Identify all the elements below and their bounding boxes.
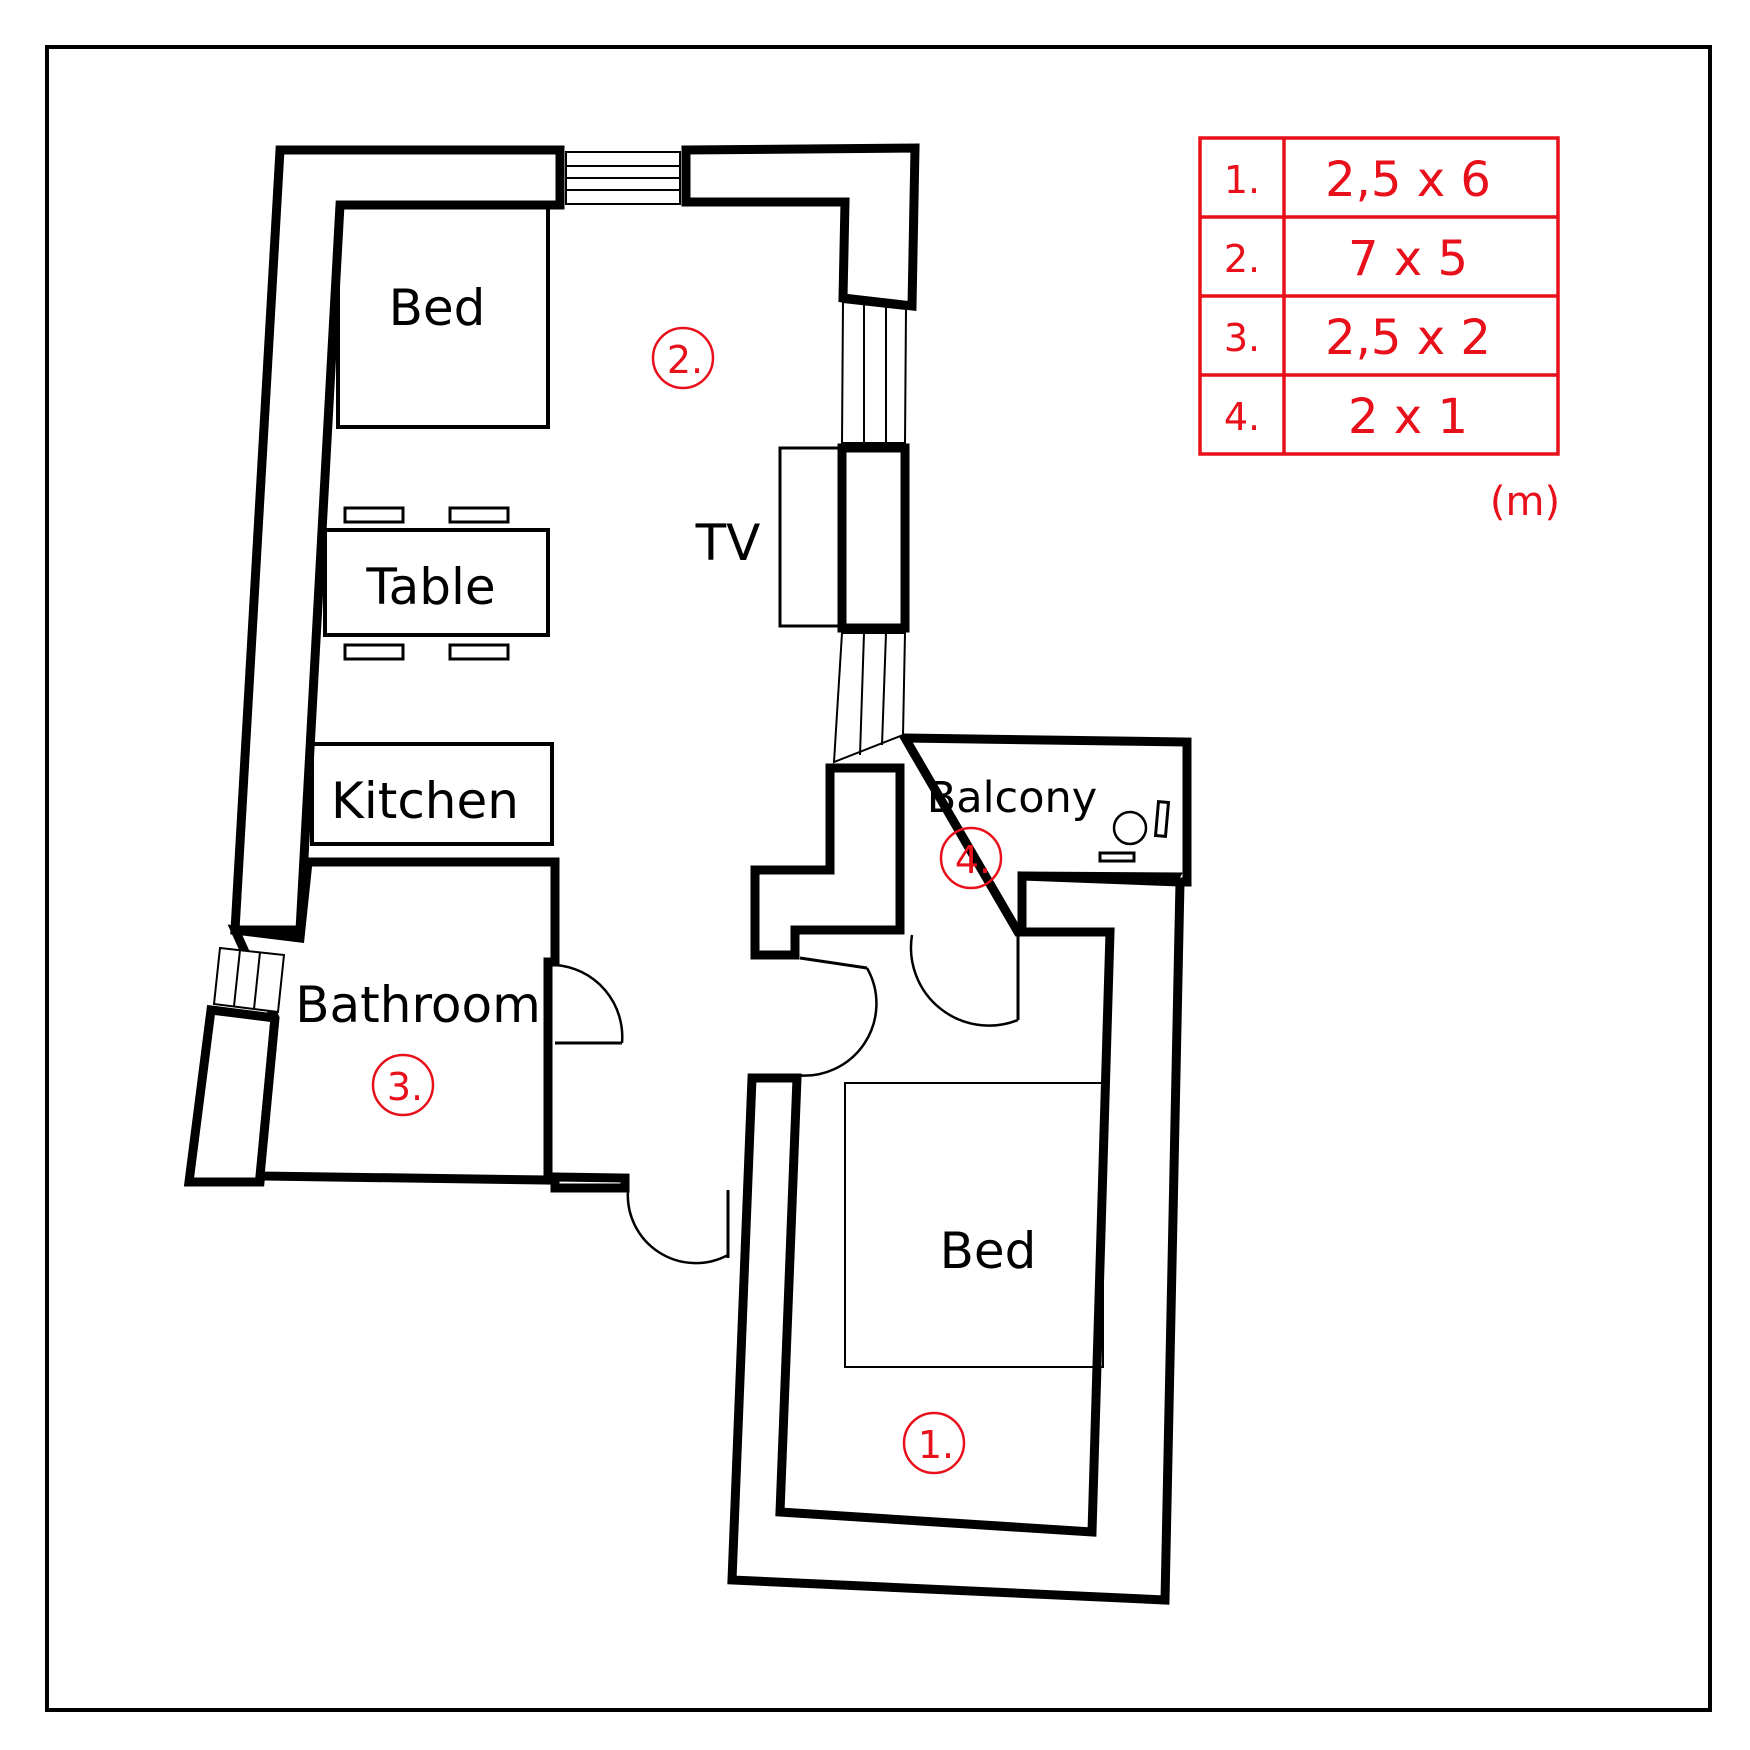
- chair-icon: [448, 643, 510, 661]
- label-bed-bottom: Bed: [940, 1222, 1037, 1280]
- frame-border: [45, 45, 1712, 1712]
- furniture: [310, 203, 1171, 1368]
- balcony-chair-icon: [1153, 800, 1171, 838]
- label-tv: TV: [695, 514, 761, 572]
- label-bed-top: Bed: [389, 279, 486, 337]
- room-number-bathroom: 3.: [371, 1053, 435, 1117]
- chair-icon: [448, 506, 510, 524]
- dim-row-num: 3.: [1224, 316, 1260, 360]
- walls: [183, 143, 1192, 1605]
- dim-row-size: 2,5 x 2: [1325, 310, 1491, 366]
- label-balcony: Balcony: [927, 773, 1097, 823]
- dim-row-size: 2,5 x 6: [1325, 152, 1491, 208]
- balcony-table-icon: [1112, 810, 1148, 846]
- room-number-living: 2.: [651, 326, 715, 390]
- chair-icon: [343, 506, 405, 524]
- kitchen-counter: [310, 742, 554, 846]
- window-right-upper: [840, 300, 908, 444]
- doors: [554, 934, 1020, 1265]
- tv-stand: [778, 446, 844, 628]
- label-table: Table: [365, 558, 495, 616]
- room-number-balcony: 4.: [939, 826, 1003, 890]
- window-top: [565, 151, 681, 205]
- dim-row-num: 2.: [1224, 237, 1260, 281]
- svg-text:2.: 2.: [667, 338, 703, 382]
- window-left: [212, 946, 286, 1014]
- dim-row-size: 2 x 1: [1348, 389, 1468, 445]
- svg-text:3.: 3.: [387, 1065, 423, 1109]
- dimensions-table: 1. 2,5 x 6 2. 7 x 5 3. 2,5 x 2 4. 2 x 1: [1198, 136, 1560, 456]
- bed-bottom-outline: [844, 1082, 1104, 1368]
- dim-row-size: 7 x 5: [1348, 231, 1468, 287]
- chair-icon: [343, 643, 405, 661]
- label-bathroom: Bathroom: [295, 976, 541, 1034]
- dimensions-unit: (m): [1490, 479, 1560, 525]
- svg-text:1.: 1.: [918, 1423, 954, 1467]
- svg-text:4.: 4.: [955, 838, 991, 882]
- dim-row-num: 4.: [1224, 395, 1260, 439]
- label-kitchen: Kitchen: [331, 772, 519, 830]
- window-right-lower: [832, 632, 907, 764]
- bed-top-outline: [336, 203, 550, 429]
- balcony-chair-icon: [1098, 851, 1136, 863]
- room-number-bedroom: 1.: [902, 1411, 966, 1475]
- dim-row-num: 1.: [1224, 158, 1260, 202]
- table-outline: [323, 528, 550, 637]
